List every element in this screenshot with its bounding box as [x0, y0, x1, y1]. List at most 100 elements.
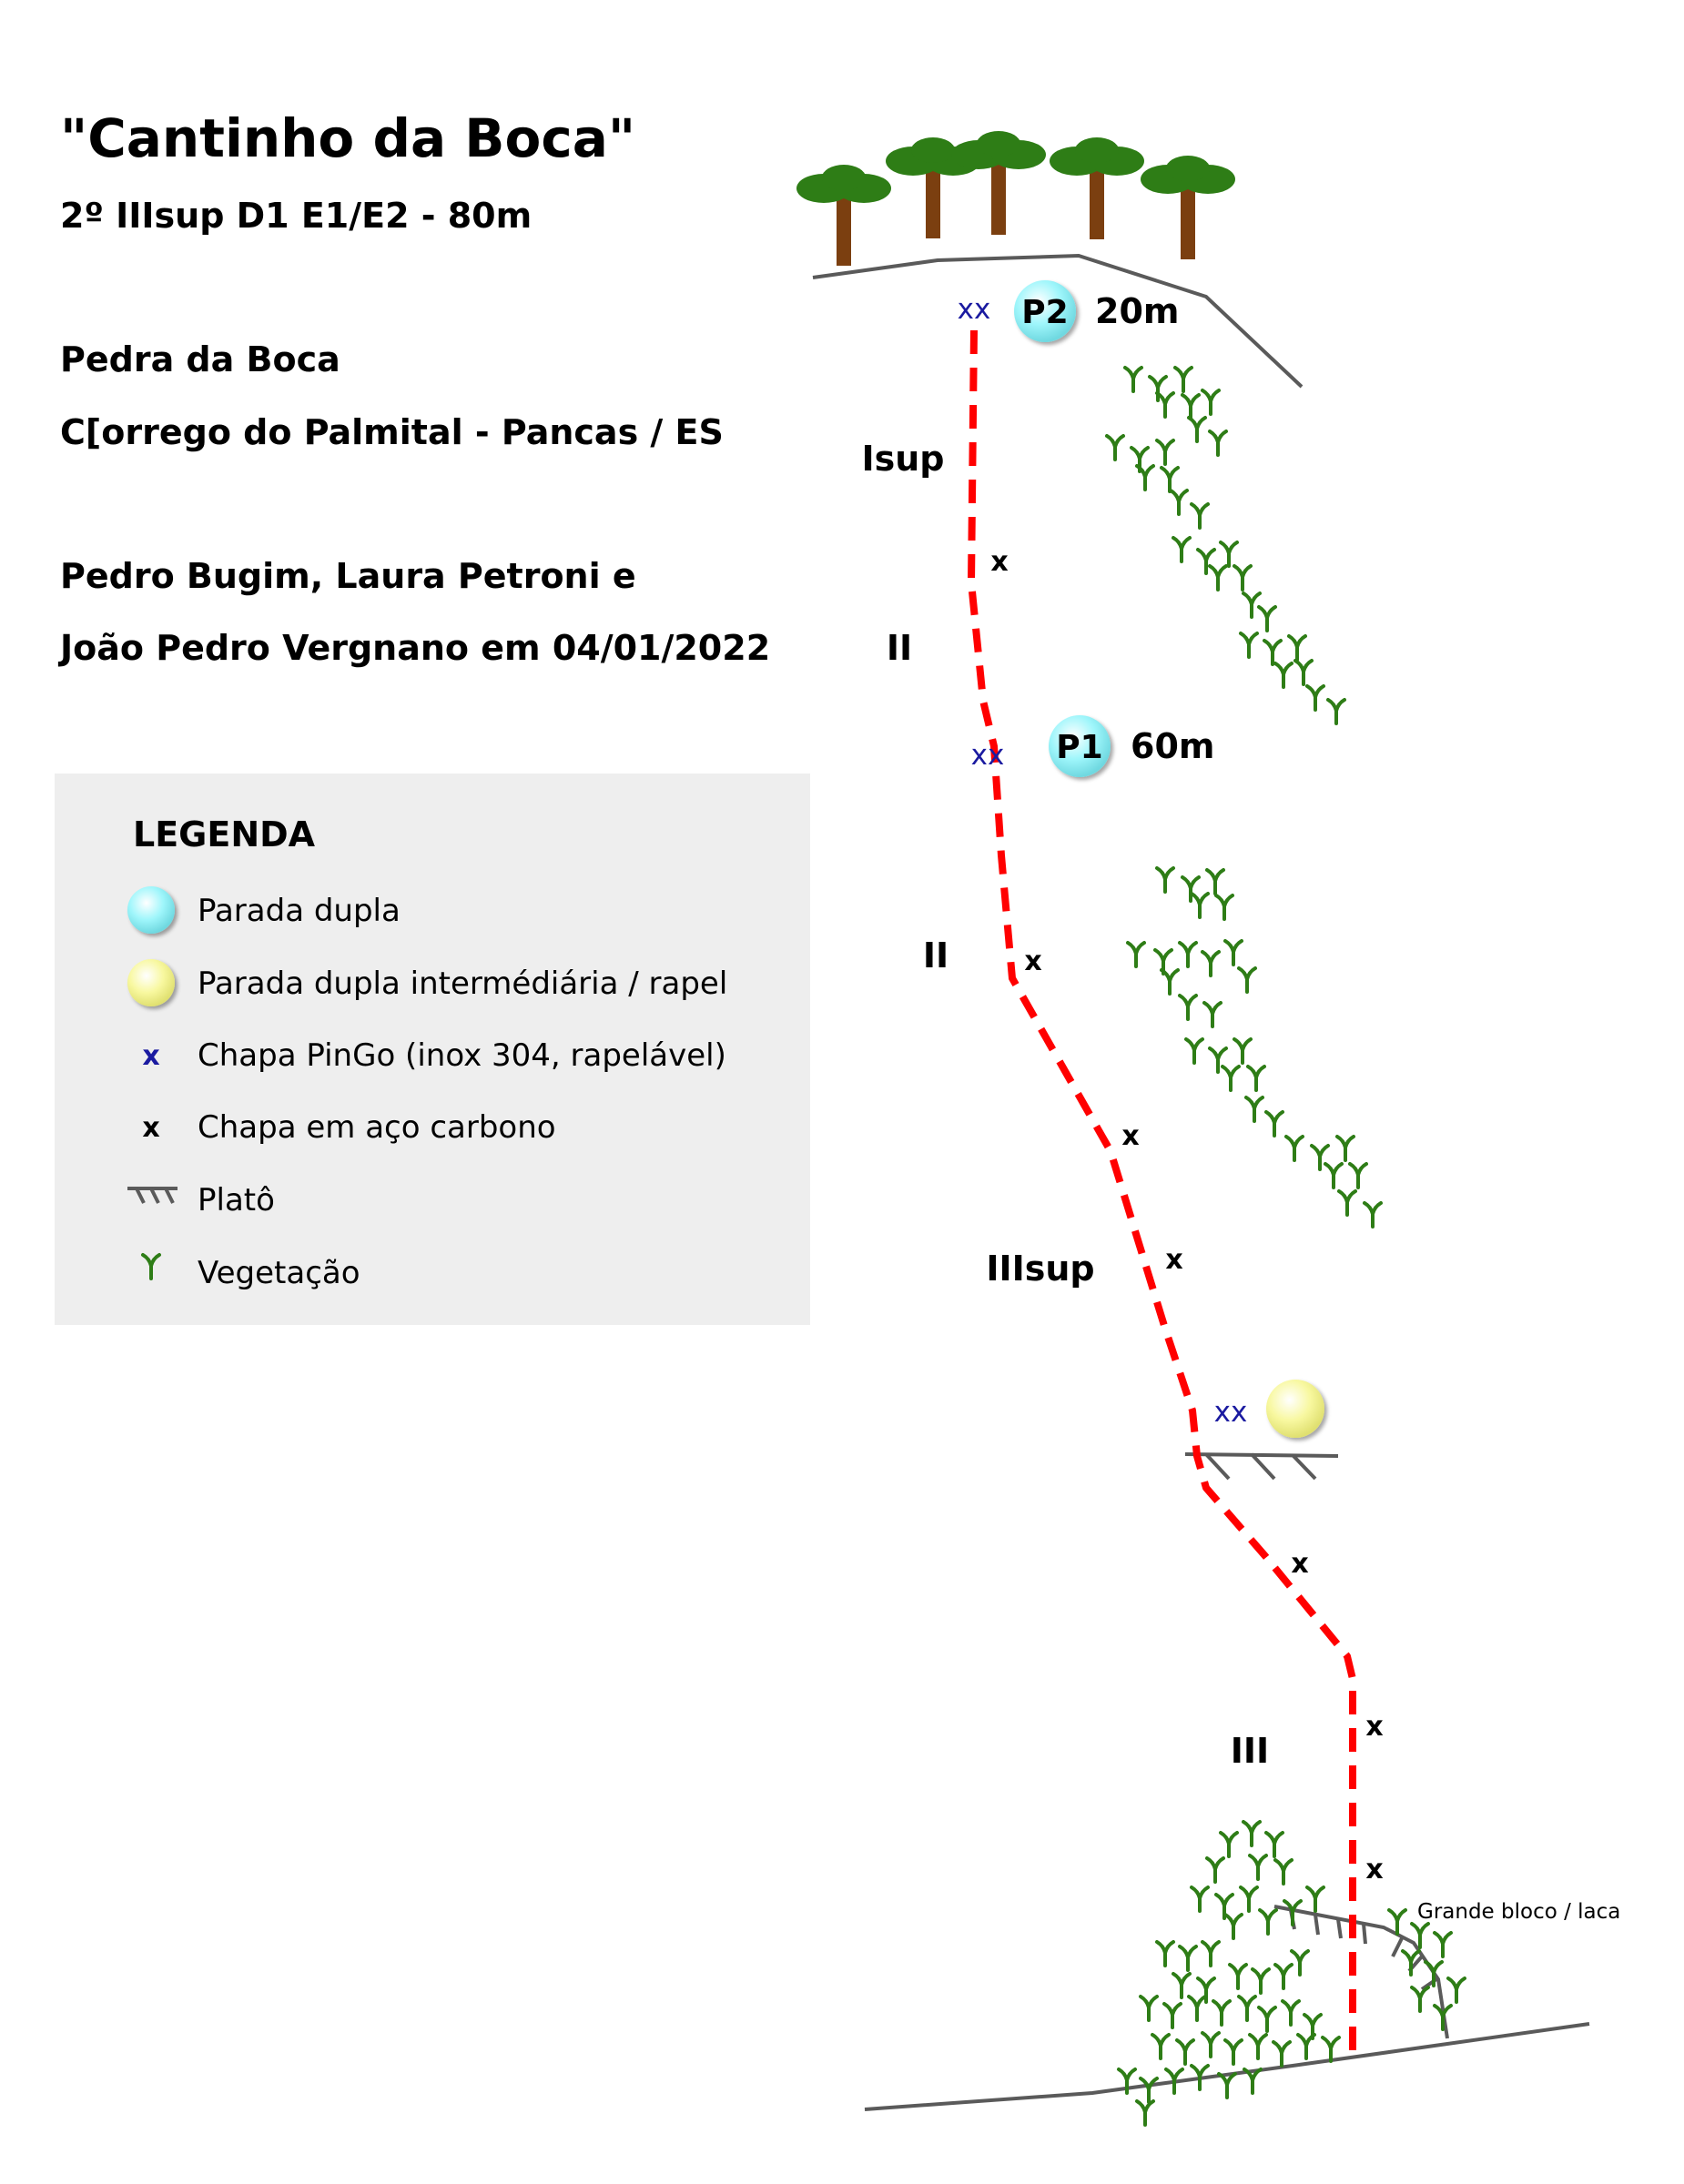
vegetation-sprout-icon: [1173, 366, 1193, 393]
bolt-x: x: [1365, 1854, 1383, 1886]
tree-crown: [822, 165, 866, 190]
grade-isup: Isup: [861, 439, 944, 479]
vegetation-sprout-icon: [1284, 1135, 1304, 1162]
vegetation-sprout-icon: [1410, 1986, 1430, 2013]
vegetation-sprout-icon: [1151, 2033, 1171, 2060]
vegetation-clusters: [1105, 366, 1466, 2127]
trees-at-summit: [796, 131, 1235, 266]
authors-line-2: João Pedro Vergnano em 04/01/2022: [57, 628, 770, 668]
intermediate-plateau: [1184, 1452, 1339, 1481]
vegetation-sprout-icon: [1424, 1960, 1444, 1987]
vegetation-sprout-icon: [1272, 2040, 1292, 2068]
vegetation-sprout-icon: [1348, 1162, 1368, 1189]
vegetation-sprout-icon: [1201, 950, 1221, 977]
vegetation-sprout-icon: [1246, 1065, 1266, 1092]
vegetation-sprout-icon: [1201, 2031, 1221, 2058]
vegetation-sprout-icon: [1264, 1110, 1284, 1138]
vegetation-sprout-icon: [1305, 1886, 1325, 1913]
vegetation-sprout-icon: [1139, 2077, 1159, 2104]
legend: LEGENDA Parada dupla Parada dupla interm…: [55, 774, 810, 1325]
vegetation-sprout-icon: [1123, 366, 1143, 393]
vegetation-sprout-icon: [1264, 1831, 1284, 1858]
vegetation-sprout-icon: [1244, 1096, 1264, 1123]
vegetation-sprout-icon: [1223, 1913, 1243, 1940]
route-line: [968, 329, 1356, 2061]
vegetation-sprout-icon: [1175, 2038, 1195, 2066]
belay-p1-distance: 60m: [1131, 726, 1214, 766]
vegetation-sprout-icon: [1433, 2004, 1453, 2031]
vegetation-sprout-icon: [1401, 1949, 1421, 1977]
vegetation-sprout-icon: [1337, 1189, 1357, 1217]
vegetation-sprout-icon: [1283, 1899, 1303, 1926]
vegetation-sprout-icon: [1446, 1977, 1466, 2004]
vegetation-sprout-icon: [1237, 1995, 1257, 2022]
vegetation-sprout-icon: [1181, 393, 1201, 420]
legend-item-chapa-pingo: Chapa PinGo (inox 304, rapelável): [198, 1037, 726, 1074]
vegetation-sprout-icon: [1201, 1940, 1221, 1967]
vegetation-sprout-icon: [1296, 2033, 1316, 2060]
vegetation-sprout-icon: [1172, 1972, 1192, 1999]
vegetation-sprout-icon: [1178, 994, 1198, 1021]
vegetation-sprout-icon: [1273, 1858, 1293, 1886]
vegetation-sprout-icon: [1212, 1999, 1232, 2027]
vegetation-sprout-icon: [1263, 639, 1283, 666]
vegetation-sprout-icon: [1233, 1037, 1253, 1065]
big-block-annotation: Grande bloco / laca: [1417, 1900, 1620, 1924]
tree-trunk: [991, 162, 1006, 235]
vegetation-sprout-icon: [1196, 548, 1216, 575]
vegetation-sprout-icon: [1239, 632, 1259, 659]
vegetation-icon: [141, 1253, 161, 1280]
vegetation-sprout-icon: [1257, 2006, 1277, 2033]
legend-item-chapa-carbono: Chapa em aço carbono: [198, 1109, 556, 1146]
vegetation-sprout-icon: [1326, 698, 1346, 725]
p1-pingo-bolts: xx: [971, 739, 1005, 772]
vegetation-sprout-icon: [1363, 1201, 1383, 1228]
yellow-circle-icon: [127, 959, 175, 1006]
vegetation-sprout-icon: [1281, 1999, 1301, 2027]
vegetation-sprout-icon: [1239, 1886, 1259, 1913]
vegetation-sprout-icon: [1237, 966, 1257, 994]
vegetation-sprout-icon: [1248, 2033, 1268, 2060]
vegetation-sprout-icon: [1251, 1967, 1271, 1995]
belay-p2-distance: 20m: [1095, 291, 1179, 331]
grade-ii-lower: II: [923, 935, 949, 976]
vegetation-sprout-icon: [1155, 866, 1175, 894]
location: C[orrego do Palmital - Pancas / ES: [60, 412, 724, 452]
vegetation-sprout-icon: [1190, 892, 1210, 919]
p2-pingo-bolts: xx: [958, 293, 991, 326]
authors-line-1: Pedro Bugim, Laura Petroni e: [60, 556, 636, 596]
vegetation-sprout-icon: [1305, 684, 1325, 712]
tree-trunk: [837, 196, 851, 266]
tree-crown: [911, 137, 955, 163]
intermediate-pingo-bolts: xx: [1214, 1396, 1248, 1429]
belay-p2-icon: [1014, 280, 1076, 342]
intermediate-belay-icon: [1266, 1380, 1324, 1438]
vegetation-sprout-icon: [1187, 416, 1207, 443]
vegetation-sprout-icon: [1190, 2064, 1210, 2091]
vegetation-sprout-icon: [1208, 564, 1228, 592]
vegetation-sprout-icon: [1155, 439, 1175, 466]
vegetation-sprout-icon: [1273, 1963, 1293, 1990]
plateau-icon: [127, 1187, 178, 1204]
vegetation-sprout-icon: [1410, 1922, 1430, 1949]
carbon-bolts: x x x x x x x: [990, 546, 1383, 1886]
summit-edge-line: [812, 253, 1304, 389]
grade-iiisup: IIIsup: [986, 1249, 1094, 1289]
cyan-circle-icon: [127, 886, 175, 934]
tree-trunk: [926, 168, 940, 238]
vegetation-sprout-icon: [1242, 592, 1262, 619]
tree-crown: [1166, 156, 1210, 181]
vegetation-sprout-icon: [1321, 2036, 1341, 2063]
base-ground-line: [864, 2022, 1590, 2111]
legend-item-vegetacao: Vegetação: [198, 1255, 360, 1291]
vegetation-sprout-icon: [1139, 1995, 1159, 2022]
vegetation-sprout-icon: [1310, 1144, 1330, 1171]
vegetation-sprout-icon: [1162, 2002, 1182, 2029]
vegetation-sprout-icon: [1217, 2072, 1237, 2099]
bolt-x: x: [1121, 1120, 1139, 1152]
vegetation-sprout-icon: [1190, 1886, 1210, 1913]
belay-p2-label: P2: [1021, 294, 1068, 331]
vegetation-sprout-icon: [1172, 536, 1192, 563]
route-title: "Cantinho da Boca": [60, 107, 635, 169]
